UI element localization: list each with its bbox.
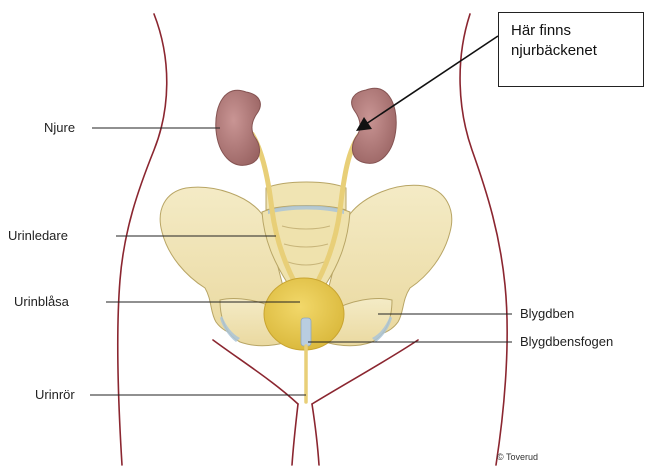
callout-arrow bbox=[356, 36, 498, 131]
copyright-text: © Toverud bbox=[497, 452, 538, 462]
body-left-side bbox=[118, 14, 167, 465]
label-bladder: Urinblåsa bbox=[14, 295, 69, 308]
label-urethra: Urinrör bbox=[35, 388, 75, 401]
left-inner-thigh bbox=[292, 404, 298, 465]
right-inner-thigh bbox=[312, 404, 319, 465]
label-kidney: Njure bbox=[44, 121, 75, 134]
right-groin-line bbox=[312, 340, 418, 404]
label-ureter: Urinledare bbox=[8, 229, 68, 242]
right-kidney bbox=[352, 88, 397, 163]
left-kidney bbox=[216, 90, 261, 165]
left-groin-line bbox=[213, 340, 298, 404]
label-pubic-bone: Blygdben bbox=[520, 307, 574, 320]
callout-line-1: Här finns bbox=[511, 21, 633, 41]
callout-box: Här finns njurbäckenet bbox=[498, 12, 644, 87]
callout-line-2: njurbäckenet bbox=[511, 41, 633, 61]
label-pubic-symphysis: Blygdbensfogen bbox=[520, 335, 613, 348]
